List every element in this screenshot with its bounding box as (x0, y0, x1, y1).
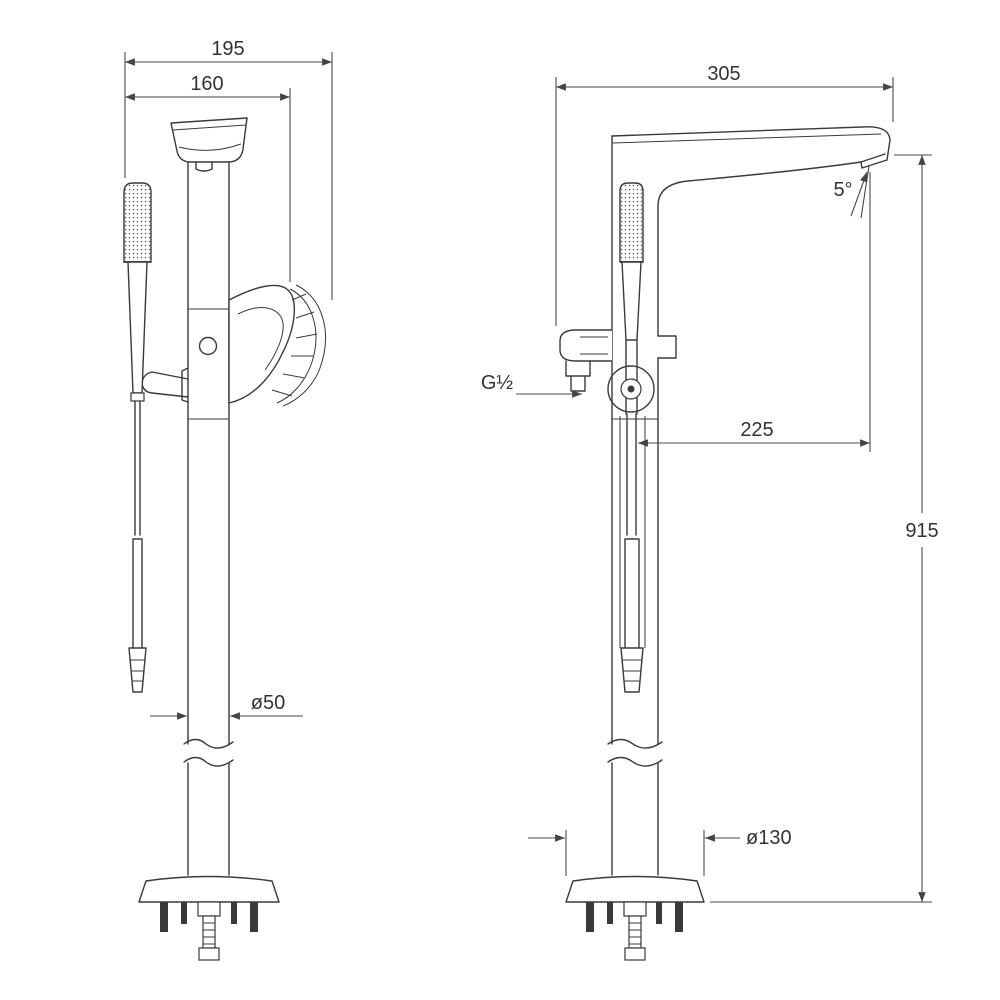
anchor-bolt-side-2 (607, 902, 613, 924)
dim-handle-width-label: 160 (190, 73, 223, 95)
anchor-bolt-side-3 (656, 902, 662, 924)
column-break-front (183, 738, 234, 767)
column-front-lower (187, 762, 230, 876)
shower-handle-side (621, 261, 642, 341)
spout-side-outlet (860, 153, 888, 169)
handle-screw-cap (198, 336, 218, 356)
shower-fitting-front (130, 392, 145, 402)
column-break-side (607, 738, 663, 767)
dim-spout-angle: 5° (833, 165, 870, 219)
dim-inlet-connection: G½ (481, 372, 582, 398)
stud-boss-side (623, 901, 647, 917)
hose-cone-front-threads (130, 659, 145, 682)
hose-cone-side (620, 647, 644, 693)
hose-cone-side-threads (622, 659, 642, 682)
dim-overall-width-witness (124, 52, 333, 300)
holder-mount-front (181, 367, 189, 403)
dim-overall-height-witness (710, 154, 932, 903)
holder-arm-front (141, 371, 189, 398)
dim-base-diameter: ø130 (528, 827, 792, 876)
spout-front-top-line (172, 124, 247, 131)
hose-cone-front (128, 647, 147, 693)
shower-holder-side-inner (580, 336, 608, 355)
dim-spout-angle-label: 5° (833, 179, 852, 201)
anchor-bolt-side-1 (586, 902, 594, 932)
dim-overall-height-label: 915 (905, 520, 938, 542)
anchor-bolt-front-3 (231, 902, 237, 924)
dim-overall-width-label: 195 (211, 38, 244, 60)
threaded-stud-side (628, 915, 642, 949)
column-front-joints (188, 308, 229, 420)
lever-ghost-hatch (271, 293, 318, 397)
column-front-upper (187, 161, 230, 745)
bracket-side (657, 335, 677, 359)
inlet-nipple-side (565, 360, 591, 392)
anchor-bolt-front-4 (250, 902, 258, 932)
lever-ghost-arcs (276, 284, 326, 407)
lever-handle-outline (228, 284, 296, 404)
dim-base-diameter-witness (565, 830, 705, 876)
stud-boss-front (197, 901, 221, 917)
dim-spout-angle-ref (860, 165, 870, 219)
stud-nut-side (624, 947, 646, 961)
lever-handle-inner-line (237, 307, 284, 371)
base-flange-side (565, 875, 705, 903)
anchor-bolt-side-4 (675, 902, 683, 932)
shower-rod-side (626, 413, 637, 536)
stud-threads-side (629, 922, 641, 945)
shower-rod-front (134, 400, 141, 536)
dim-overall-depth-witness (555, 77, 894, 326)
dim-handle-width: 160 (125, 73, 291, 282)
shower-tube-front (132, 538, 143, 649)
dim-column-diameter-label: ø50 (251, 692, 285, 714)
spout-side-underside (657, 161, 862, 337)
anchor-bolt-front-1 (160, 902, 168, 932)
spout-front-outline (170, 117, 248, 163)
shower-tube-side (624, 538, 640, 649)
spout-front-inner-arc (178, 143, 242, 151)
anchor-bolt-front-2 (181, 902, 187, 924)
front-view: 195 160 ø50 (123, 38, 333, 961)
spout-side-top-inner (611, 133, 882, 144)
threaded-stud-front (202, 915, 216, 949)
dim-overall-height: 915 (710, 154, 939, 903)
dim-inlet-label: G½ (481, 372, 514, 394)
column-slot-side (619, 416, 646, 648)
stud-nut-front (198, 947, 220, 961)
shower-holder-side (559, 329, 612, 362)
dim-base-diameter-label: ø130 (746, 827, 792, 849)
dim-overall-width: 195 (124, 38, 333, 300)
dim-spout-projection-label: 225 (740, 419, 773, 441)
dim-spout-angle-arrow (850, 171, 868, 217)
dim-spout-projection: 225 (638, 172, 871, 452)
shower-handle-front (127, 261, 148, 394)
holder-pivot-side (627, 385, 635, 393)
dim-column-diameter: ø50 (150, 692, 303, 720)
shower-head-side (619, 182, 644, 263)
spout-front-outlet (195, 161, 213, 172)
spout-side-top (611, 126, 891, 161)
shower-head-front (123, 182, 152, 263)
holder-ring-side (607, 365, 655, 413)
shower-handle-side-cont (625, 339, 638, 415)
dim-overall-depth-label: 305 (707, 63, 740, 85)
dim-overall-depth: 305 (555, 63, 894, 326)
stud-threads-front (203, 922, 215, 945)
side-view: 305 5° G½ 225 915 (481, 63, 939, 961)
base-flange-front (138, 875, 280, 903)
